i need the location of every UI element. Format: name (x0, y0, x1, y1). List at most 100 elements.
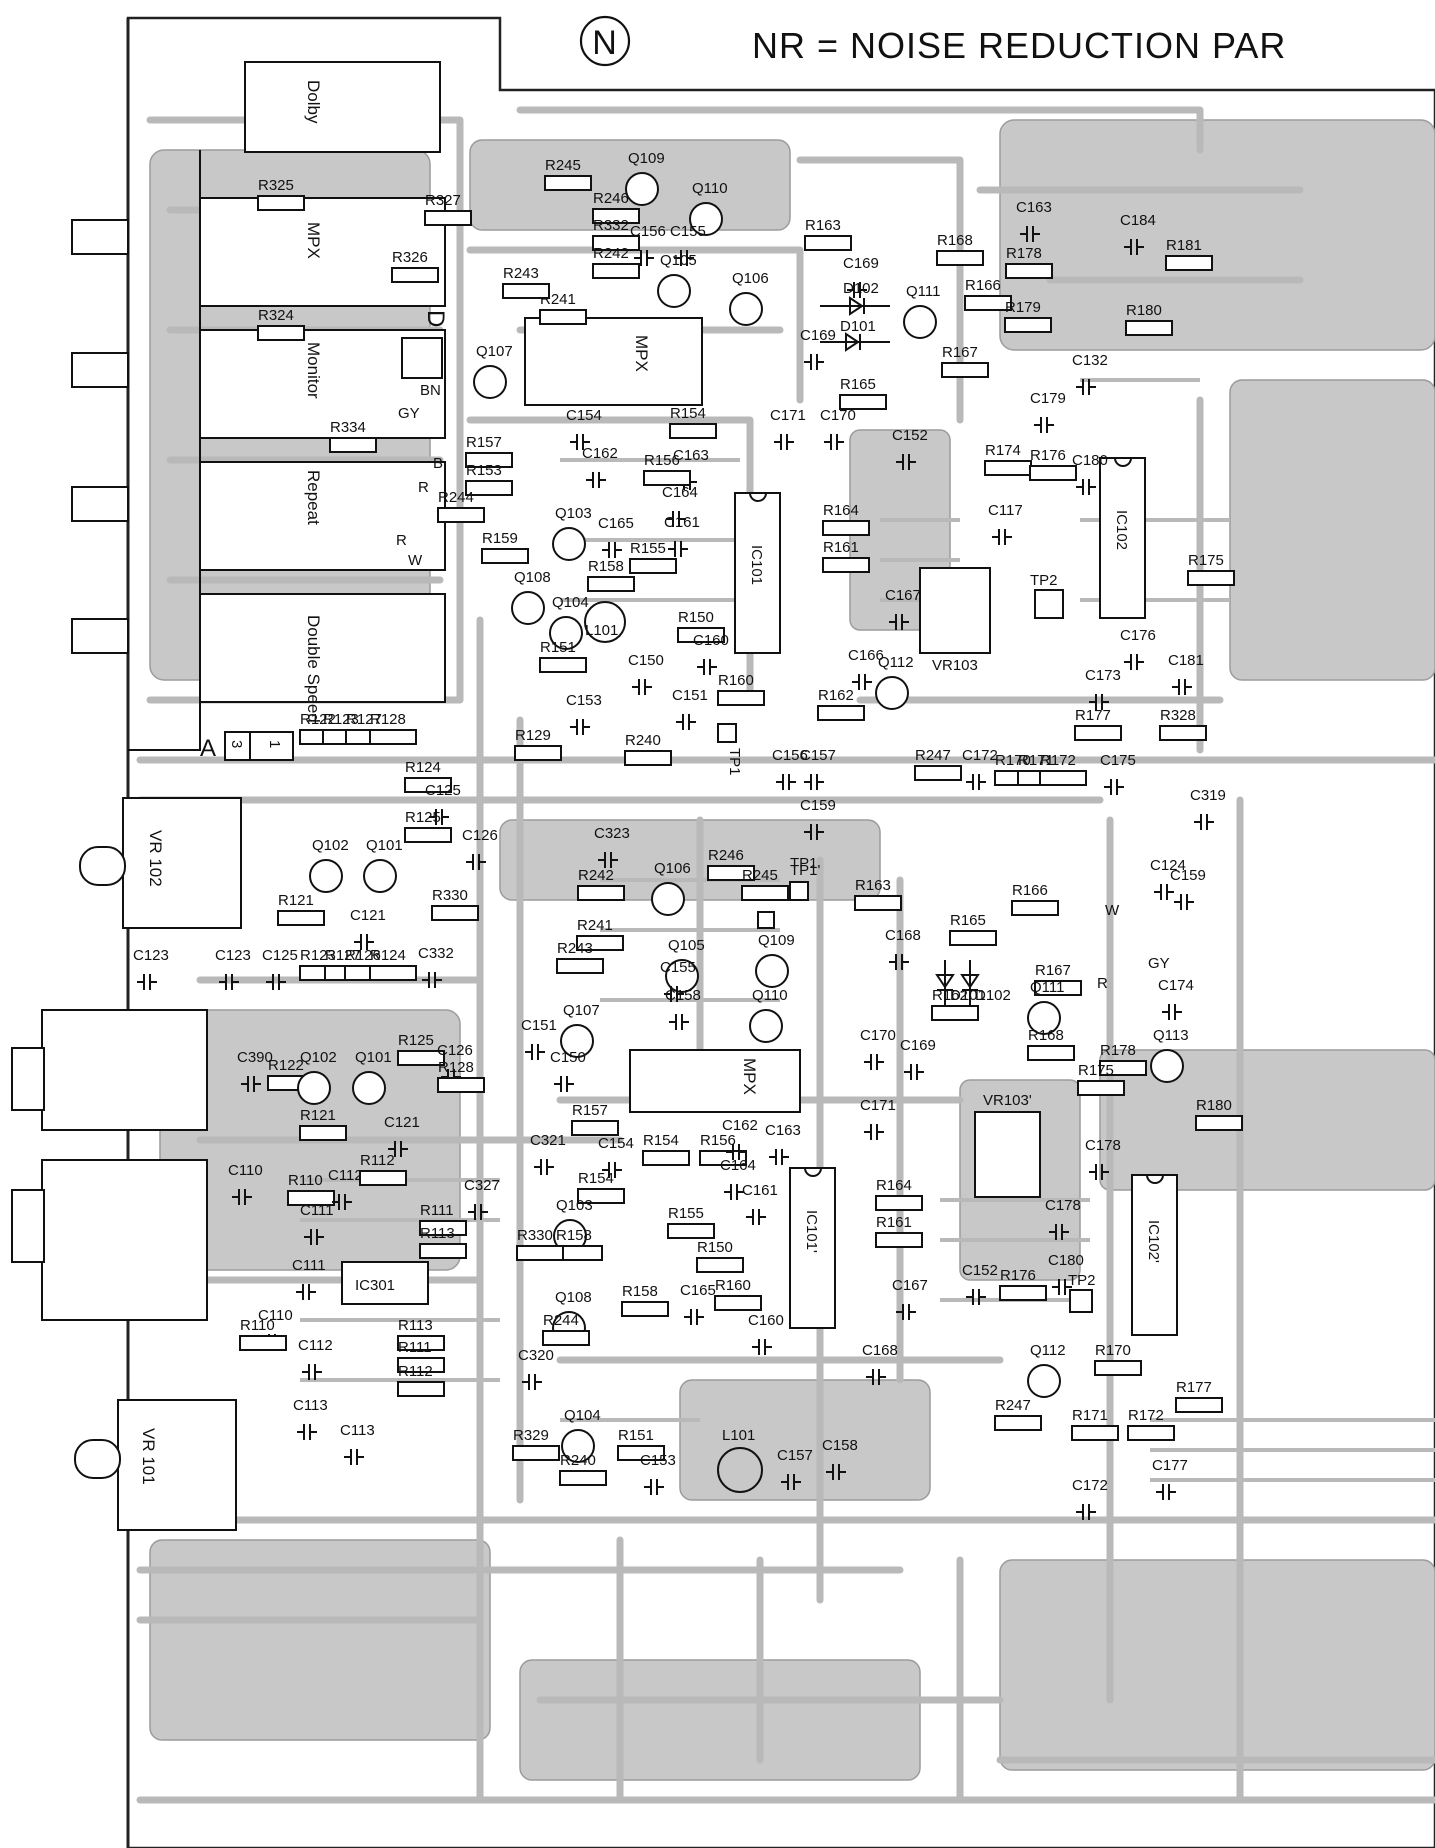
l101-label: L101 (722, 1427, 755, 1444)
r177-symbol (1175, 1397, 1223, 1413)
c113-label: C113 (293, 1397, 328, 1414)
ic102-package (1099, 457, 1146, 619)
c123-label: C123 (215, 947, 251, 964)
component-c158: C158 (822, 1437, 858, 1480)
block-a-pin-1: 1 (266, 740, 283, 748)
c167-label: C167 (892, 1277, 928, 1294)
component-c161: C161 (742, 1182, 778, 1225)
mpx-module-upper (524, 317, 703, 406)
r176-label: R176 (1000, 1267, 1036, 1284)
c156-label: C156 (630, 223, 666, 240)
c332-symbol (422, 972, 442, 988)
component-c151: C151 (521, 1017, 557, 1060)
c163-symbol (769, 1149, 789, 1165)
r242-symbol (592, 263, 640, 279)
c161-symbol (668, 541, 688, 557)
ic101-prime-label: IC101' (803, 1210, 820, 1253)
c327-symbol (468, 1204, 488, 1220)
r128-symbol (369, 729, 417, 745)
connector-monitor: Monitor (304, 342, 323, 399)
component-c159: C159 (800, 797, 836, 840)
r174-label: R174 (985, 442, 1021, 459)
c157-symbol (781, 1474, 801, 1490)
component-r111: R111 (397, 1339, 445, 1373)
r180-symbol (1195, 1115, 1243, 1131)
c159-symbol (804, 824, 824, 840)
q102-symbol (309, 859, 343, 893)
r158-label: R158 (556, 1227, 592, 1244)
component-r246: R246 (592, 190, 640, 224)
q110-label: Q110 (752, 987, 788, 1004)
c171-label: C171 (860, 1097, 896, 1114)
c150-label: C150 (550, 1049, 586, 1066)
r245-symbol (741, 885, 789, 901)
component-tp1: TP1 (790, 855, 818, 872)
component-c112: C112 (298, 1337, 333, 1380)
component-c165: C165 (680, 1282, 716, 1325)
c178-symbol (1049, 1224, 1069, 1240)
component-c151: C151 (672, 687, 708, 730)
r154-label: R154 (670, 405, 706, 422)
r151-label: R151 (618, 1427, 654, 1444)
q105-label: Q105 (668, 937, 705, 954)
c176-symbol (1124, 654, 1144, 670)
mpx-lower-label: MPX (740, 1058, 759, 1095)
r181-label: R181 (1166, 237, 1202, 254)
component-r243: R243 (502, 265, 550, 299)
c171-label: C171 (770, 407, 806, 424)
c164-label: C164 (662, 484, 698, 501)
r166-label: R166 (965, 277, 1001, 294)
component-c180: C180 (1048, 1252, 1084, 1295)
r180-symbol (1125, 320, 1173, 336)
r166-symbol (1011, 900, 1059, 916)
c152-label: C152 (892, 427, 928, 444)
diagram-title: NR = NOISE REDUCTION PAR (752, 25, 1286, 66)
component-r110: R110 (239, 1317, 287, 1351)
c320-label: C320 (518, 1347, 554, 1364)
r165-label: R165 (840, 376, 876, 393)
q111-symbol (903, 305, 937, 339)
r110-symbol (287, 1190, 335, 1206)
c156-symbol (776, 774, 796, 790)
r128-label: R128 (438, 1059, 474, 1076)
r123-label: R123 (300, 947, 336, 964)
c125-symbol (429, 809, 449, 825)
r157-label: R157 (572, 1102, 608, 1119)
component-c173: C173 (1085, 667, 1121, 710)
c163-symbol (1020, 226, 1040, 242)
r154-symbol (669, 423, 717, 439)
vr103-box (919, 567, 991, 654)
component-q107: Q107 (560, 1002, 600, 1058)
c151-symbol (676, 714, 696, 730)
component-c113: C113 (340, 1422, 375, 1465)
q106-symbol (729, 292, 763, 326)
r177-symbol (1074, 725, 1122, 741)
c178-label: C178 (1045, 1197, 1081, 1214)
component-q107: Q107 (473, 343, 513, 399)
component-c160: C160 (748, 1312, 784, 1355)
r174-symbol (984, 460, 1032, 476)
c390-symbol (241, 1076, 261, 1092)
block-d-label: D (422, 310, 449, 327)
component-r121: R121 (299, 1107, 347, 1141)
q107-label: Q107 (476, 343, 513, 360)
r158-symbol (621, 1301, 669, 1317)
component-q111: Q111 (1027, 979, 1064, 1035)
r171-label: R171 (1018, 752, 1054, 769)
edge-tabs (71, 219, 129, 654)
c160-symbol (752, 1339, 772, 1355)
c151-label: C151 (672, 687, 708, 704)
component-c160: C160 (693, 632, 729, 675)
r166-symbol (964, 295, 1012, 311)
c169-symbol (804, 354, 824, 370)
r156-symbol (643, 470, 691, 486)
c321-symbol (534, 1159, 554, 1175)
component-c113: C113 (293, 1397, 328, 1440)
component-r243: R243 (556, 940, 604, 974)
component-c390: C390 (237, 1049, 273, 1092)
component-r124: R124 (404, 759, 452, 793)
component-r154: R154 (577, 1170, 625, 1204)
r334-symbol (329, 437, 377, 453)
c121-label: C121 (384, 1114, 420, 1131)
c159-symbol (1174, 894, 1194, 910)
